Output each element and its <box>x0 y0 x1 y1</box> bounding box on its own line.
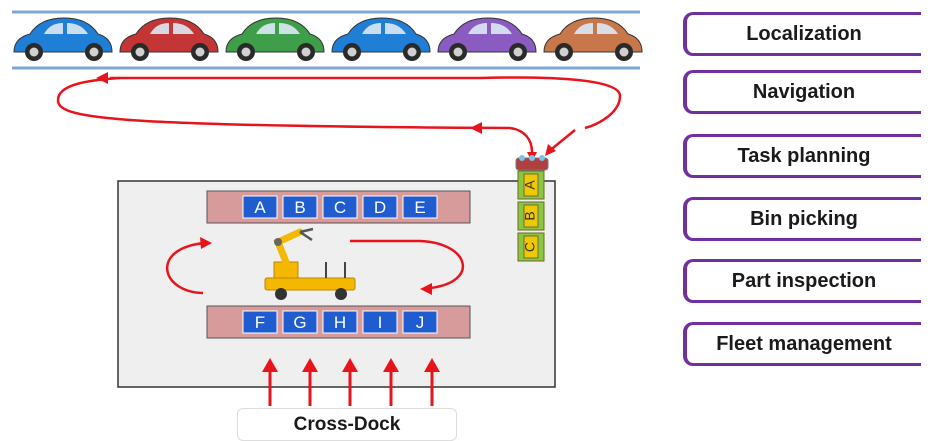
svg-text:A: A <box>522 180 538 190</box>
bin-j: J <box>402 310 438 334</box>
car-icon <box>119 17 219 61</box>
bin-b: B <box>282 195 318 219</box>
svg-text:C: C <box>522 242 538 252</box>
capability-navigation: Navigation <box>683 70 921 114</box>
loop-path-left <box>56 76 511 130</box>
svg-text:B: B <box>522 211 538 220</box>
bin-i: I <box>362 310 398 334</box>
svg-text:E: E <box>414 198 425 217</box>
robot-loop-right-arrowhead <box>420 283 432 295</box>
car-row <box>13 17 643 61</box>
svg-text:I: I <box>378 313 383 332</box>
svg-text:D: D <box>374 198 386 217</box>
car-icon <box>225 17 325 61</box>
svg-text:B: B <box>294 198 305 217</box>
bin-h: H <box>322 310 358 334</box>
robot-loop-right <box>350 239 464 290</box>
capability-localization: Localization <box>683 12 921 56</box>
bin-a: A <box>242 195 278 219</box>
loop-path-top <box>110 76 622 130</box>
loop-arrowhead-bottom <box>470 122 482 134</box>
cart-bin-c: C <box>517 232 545 262</box>
capability-bin-picking: Bin picking <box>683 197 921 241</box>
cart-bin-stack: A B C <box>517 170 545 262</box>
car-icon <box>13 17 113 61</box>
car-icon <box>543 17 643 61</box>
bin-e: E <box>402 195 438 219</box>
cross-dock-arrows <box>262 358 440 406</box>
bin-f: F <box>242 310 278 334</box>
cart-bin-a: A <box>517 170 545 200</box>
svg-text:G: G <box>293 313 306 332</box>
loop-arrowhead-cart <box>545 144 556 156</box>
svg-text:H: H <box>334 313 346 332</box>
robot-loop-left <box>166 241 206 295</box>
cross-dock-label: Cross-Dock <box>237 408 457 441</box>
svg-text:F: F <box>255 313 265 332</box>
bin-c: C <box>322 195 358 219</box>
loop-path-down <box>509 126 534 153</box>
bin-g: G <box>282 310 318 334</box>
mobile-robot-icon <box>264 227 356 300</box>
shelf-bottom-bins: F G H I J <box>242 310 438 334</box>
capability-fleet-management: Fleet management <box>683 322 921 366</box>
svg-text:A: A <box>254 198 266 217</box>
loop-arrowhead-left <box>96 72 108 84</box>
cart-bin-b: B <box>517 201 545 231</box>
bin-cart-robot <box>515 155 549 171</box>
car-icon <box>331 17 431 61</box>
robot-loop-left-arrowhead <box>200 237 212 249</box>
car-icon <box>437 17 537 61</box>
svg-text:C: C <box>334 198 346 217</box>
bin-d: D <box>362 195 398 219</box>
shelf-top-bins: A B C D E <box>242 195 438 219</box>
capability-task-planning: Task planning <box>683 134 921 178</box>
svg-text:J: J <box>416 313 425 332</box>
capability-part-inspection: Part inspection <box>683 259 921 303</box>
